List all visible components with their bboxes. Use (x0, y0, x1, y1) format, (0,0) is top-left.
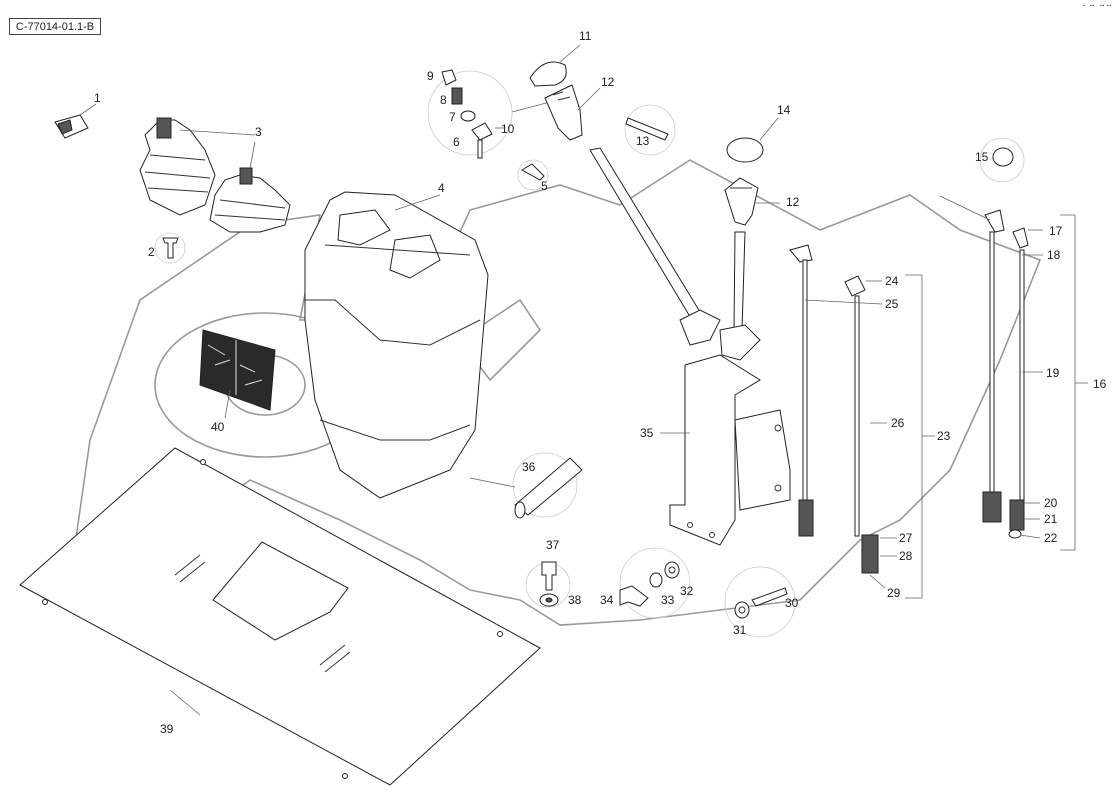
callout-39: 39 (160, 722, 174, 736)
callout-3: 3 (255, 125, 262, 139)
callout-10: 10 (501, 122, 515, 136)
callout-8: 8 (440, 93, 447, 107)
part-36-rail (469, 452, 583, 519)
callout-29: 29 (887, 586, 901, 600)
callout-20: 20 (1044, 496, 1058, 510)
callout-27: 27 (899, 531, 913, 545)
callout-16: 16 (1093, 377, 1107, 391)
callout-40: 40 (211, 420, 225, 434)
part-40-decal (199, 329, 276, 419)
callout-14: 14 (777, 103, 791, 117)
part-4-console-housing (304, 191, 489, 499)
part-11-cap (529, 44, 581, 87)
part-39-floor-plate (19, 447, 541, 786)
cable-group-16 (939, 137, 1088, 551)
part-2-screw (154, 232, 186, 264)
callout-21: 21 (1044, 512, 1058, 526)
part-5-screw (517, 159, 549, 191)
callout-31: 31 (733, 623, 747, 637)
callout-22: 22 (1044, 531, 1058, 545)
part-1-clip (54, 103, 97, 139)
corner-mark: ⠂⠒ ⠒⠒ (1082, 2, 1113, 11)
callout-37: 37 (546, 538, 560, 552)
callout-12b: 12 (786, 195, 800, 209)
callout-24: 24 (885, 274, 899, 288)
part-3-gaiter-boots (139, 117, 291, 233)
callout-23: 23 (937, 429, 951, 443)
drawing-code-label: C-77014-01.1-B (9, 18, 101, 35)
callout-15: 15 (975, 150, 989, 164)
callout-11: 11 (579, 29, 592, 43)
callout-2: 2 (148, 245, 155, 259)
callout-33: 33 (661, 593, 675, 607)
callout-4: 4 (438, 181, 445, 195)
shift-lever-rods (589, 147, 761, 361)
callout-28: 28 (899, 549, 913, 563)
callout-12a: 12 (601, 75, 615, 89)
callout-36: 36 (522, 460, 536, 474)
part-12-knob-lower (724, 177, 780, 226)
callout-7: 7 (449, 110, 456, 124)
callout-9: 9 (427, 69, 434, 83)
callout-13: 13 (636, 134, 650, 148)
callout-19: 19 (1046, 366, 1060, 380)
callout-6: 6 (453, 135, 460, 149)
callout-26: 26 (891, 416, 905, 430)
callout-32: 32 (680, 584, 694, 598)
cable-group-23 (789, 244, 935, 599)
hardware-bolts-washers (525, 547, 796, 638)
part-13-pin (624, 104, 676, 156)
callout-labels: 1 2 3 4 5 6 7 8 9 10 11 12 12 13 14 15 1… (94, 29, 1107, 736)
callout-34: 34 (600, 593, 614, 607)
callout-5: 5 (541, 179, 548, 193)
callout-38: 38 (568, 593, 582, 607)
callout-30: 30 (785, 596, 799, 610)
part-35-column-bracket (660, 354, 791, 546)
callout-17: 17 (1049, 224, 1063, 238)
callout-35: 35 (640, 426, 654, 440)
callout-1: 1 (94, 91, 101, 105)
knob-assembly-6-to-11 (427, 69, 551, 159)
callout-18: 18 (1047, 248, 1061, 262)
part-12-knob-upper (544, 84, 601, 141)
callout-25: 25 (885, 297, 899, 311)
part-14-cap (726, 117, 779, 163)
